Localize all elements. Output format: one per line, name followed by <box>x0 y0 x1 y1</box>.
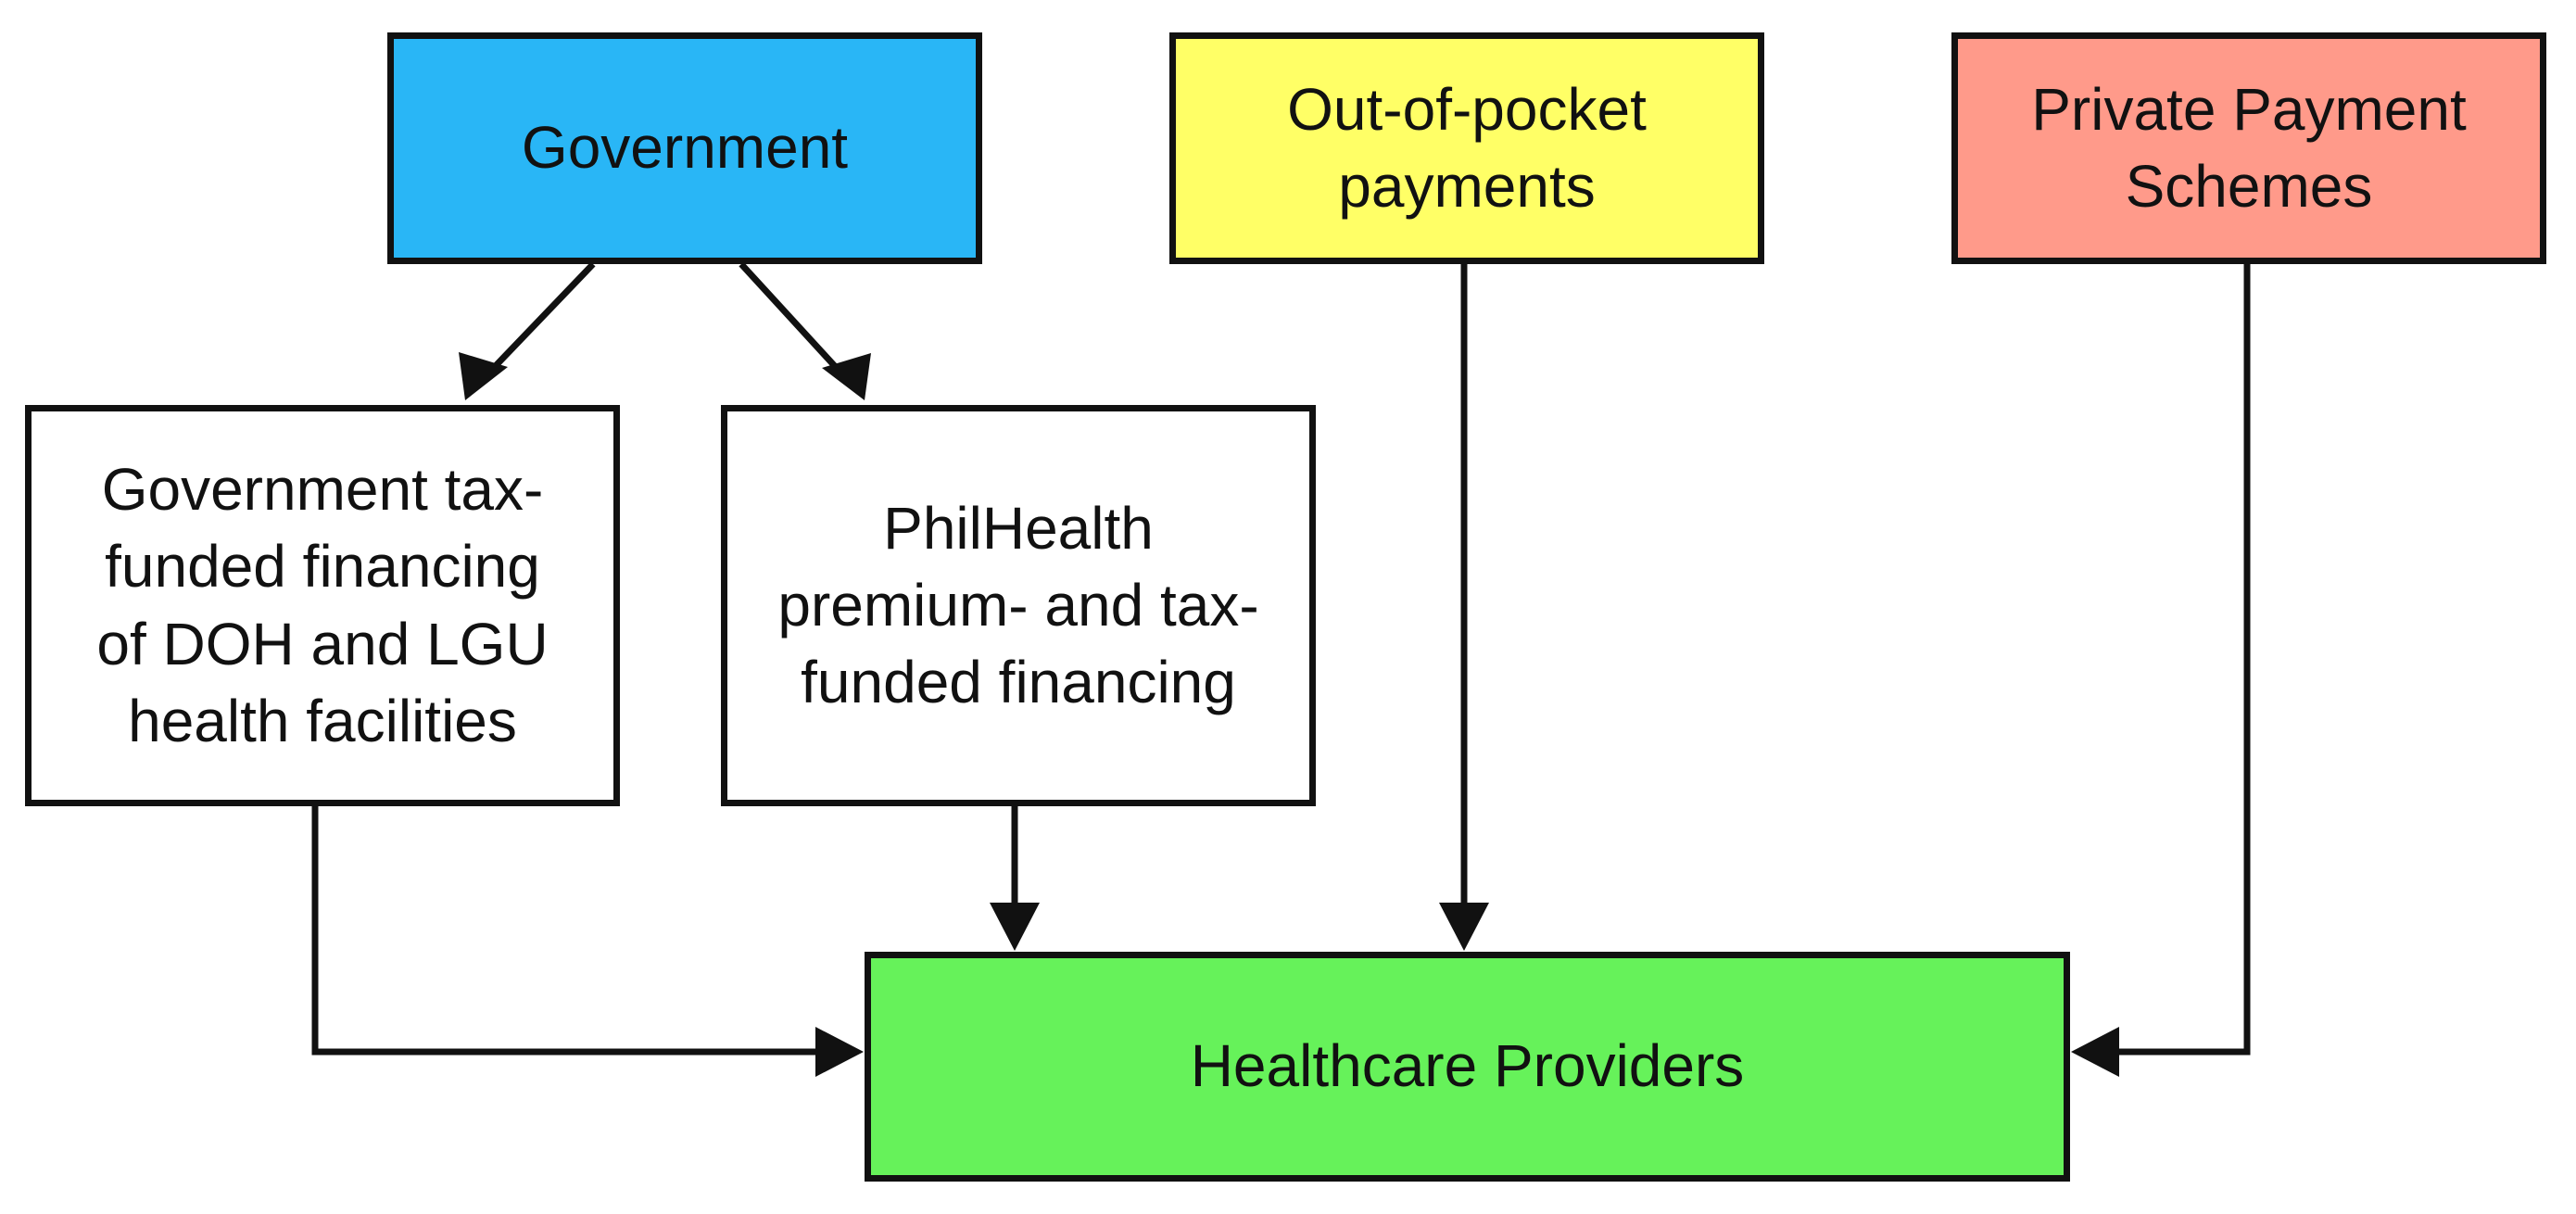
node-government: Government <box>387 32 982 264</box>
node-government-tax-funded-financing: Government tax- funded financing of DOH … <box>25 405 620 806</box>
node-private-payment-schemes: Private Payment Schemes <box>1951 32 2546 264</box>
edge-philhealth-to-providers <box>990 806 1040 951</box>
edge-tax-funded-to-providers <box>311 806 864 1077</box>
edge-out-of-pocket-to-providers <box>1439 264 1489 951</box>
edge-government-to-philhealth <box>739 261 871 400</box>
edge-government-to-tax-funded <box>459 261 596 400</box>
edge-private-to-providers <box>2071 264 2251 1077</box>
node-philhealth-financing: PhilHealth premium- and tax- funded fina… <box>721 405 1316 806</box>
node-out-of-pocket-payments: Out-of-pocket payments <box>1169 32 1764 264</box>
node-healthcare-providers: Healthcare Providers <box>865 952 2070 1182</box>
